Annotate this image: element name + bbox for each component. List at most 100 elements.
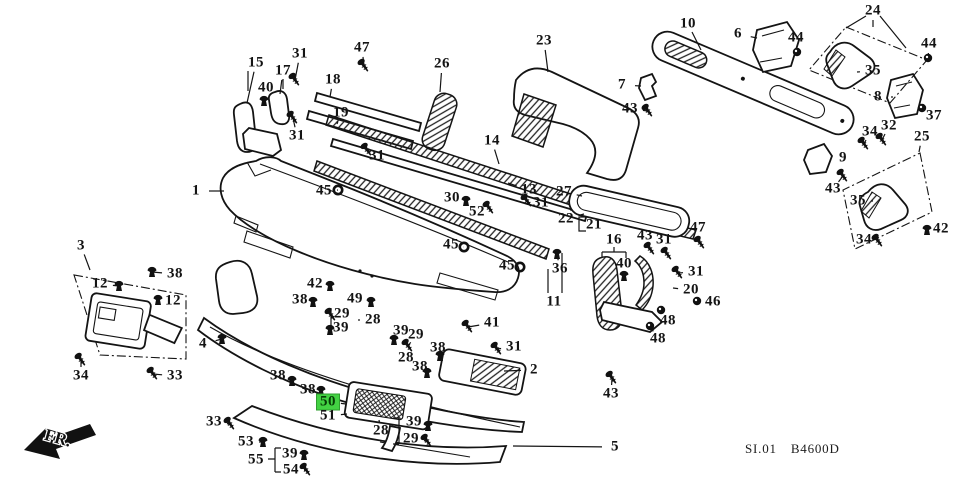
callout-12[interactable]: 12 [165,292,181,309]
callout-27[interactable]: 27 [556,183,572,200]
callout-31[interactable]: 31 [656,231,672,248]
callout-14[interactable]: 14 [484,132,500,149]
callout-38[interactable]: 38 [270,367,286,384]
callout-33[interactable]: 33 [167,367,183,384]
part-license-bracket [84,292,184,350]
callout-29[interactable]: 29 [334,305,350,322]
callout-18[interactable]: 18 [325,71,341,88]
callout-50[interactable]: 50 [317,394,339,410]
callout-31[interactable]: 31 [369,147,385,164]
callout-45[interactable]: 45 [499,257,515,274]
callout-29[interactable]: 29 [403,430,419,447]
callout-7[interactable]: 7 [618,76,626,93]
callout-34[interactable]: 34 [73,367,89,384]
callout-17[interactable]: 17 [275,62,291,79]
callout-21[interactable]: 21 [586,216,602,233]
callout-51[interactable]: 51 [320,407,336,424]
part-stay-bracket-24 [823,41,876,90]
part-air-guide [421,92,458,152]
callout-40[interactable]: 40 [258,79,274,96]
callout-43[interactable]: 43 [637,227,653,244]
group-box-24 [808,26,928,104]
callout-38[interactable]: 38 [292,291,308,308]
part-stay-bracket-25 [858,183,909,231]
callout-54[interactable]: 54 [283,461,299,478]
callout-3[interactable]: 3 [77,237,85,254]
callout-44[interactable]: 44 [788,29,804,46]
callout-47[interactable]: 47 [354,39,370,56]
callout-11[interactable]: 11 [546,293,562,310]
callout-25[interactable]: 25 [914,128,930,145]
callout-9[interactable]: 9 [839,149,847,166]
callout-20[interactable]: 20 [683,281,699,298]
callout-45[interactable]: 45 [443,236,459,253]
callout-42[interactable]: 42 [933,220,949,237]
callout-5[interactable]: 5 [611,438,619,455]
callout-2[interactable]: 2 [530,361,538,378]
part-lower-valance [196,316,526,433]
callout-44[interactable]: 44 [921,35,937,52]
callout-29[interactable]: 29 [408,326,424,343]
callout-26[interactable]: 26 [434,55,450,72]
callout-19[interactable]: 19 [333,104,349,121]
callout-4[interactable]: 4 [199,335,207,352]
part-bumper-beam [651,30,855,136]
part-front-garnish [568,184,691,238]
callout-35[interactable]: 35 [865,62,881,79]
callout-38[interactable]: 38 [430,339,446,356]
callout-45[interactable]: 45 [316,182,332,199]
callout-39[interactable]: 39 [393,322,409,339]
callout-38[interactable]: 38 [412,358,428,375]
callout-32[interactable]: 32 [881,117,897,134]
callout-36[interactable]: 36 [552,260,568,277]
callout-31[interactable]: 31 [533,194,549,211]
callout-49[interactable]: 49 [347,290,363,307]
callout-34[interactable]: 34 [862,123,878,140]
callout-23[interactable]: 23 [536,32,552,49]
callout-43[interactable]: 43 [622,100,638,117]
callout-24[interactable]: 24 [865,2,881,19]
callout-31[interactable]: 31 [688,263,704,280]
callout-16[interactable]: 16 [606,231,622,248]
callout-8[interactable]: 8 [874,88,882,105]
callout-46[interactable]: 46 [705,293,721,310]
callout-30[interactable]: 30 [444,189,460,206]
callout-48[interactable]: 48 [650,330,666,347]
callout-31[interactable]: 31 [506,338,522,355]
callout-55[interactable]: 55 [248,451,264,468]
callout-37[interactable]: 37 [926,107,942,124]
callout-38[interactable]: 38 [300,381,316,398]
callout-12[interactable]: 12 [92,275,108,292]
callout-41[interactable]: 41 [484,314,500,331]
callout-53[interactable]: 53 [238,433,254,450]
callout-43[interactable]: 43 [825,180,841,197]
callout-28[interactable]: 28 [365,311,381,328]
callout-52[interactable]: 52 [469,203,485,220]
callout-40[interactable]: 40 [616,255,632,272]
callout-28[interactable]: 28 [398,349,414,366]
callout-13[interactable]: 13 [521,181,537,198]
callout-6[interactable]: 6 [734,25,742,42]
callout-38[interactable]: 38 [167,265,183,282]
part-corner-brackets [232,90,291,157]
part-upper-cover [511,67,640,181]
callout-22[interactable]: 22 [558,210,574,227]
callout-33[interactable]: 33 [206,413,222,430]
callout-15[interactable]: 15 [248,54,264,71]
callout-31[interactable]: 31 [289,127,305,144]
callout-48[interactable]: 48 [660,312,676,329]
callout-34[interactable]: 34 [856,231,872,248]
callout-43[interactable]: 43 [603,385,619,402]
callout-10[interactable]: 10 [680,15,696,32]
callout-1[interactable]: 1 [192,182,200,199]
callout-39[interactable]: 39 [282,445,298,462]
callout-28[interactable]: 28 [373,422,389,439]
callout-39[interactable]: 39 [333,319,349,336]
callout-42[interactable]: 42 [307,275,323,292]
callout-31[interactable]: 31 [292,45,308,62]
callout-39[interactable]: 39 [406,413,422,430]
callout-35[interactable]: 35 [850,192,866,209]
callout-47[interactable]: 47 [690,219,706,236]
